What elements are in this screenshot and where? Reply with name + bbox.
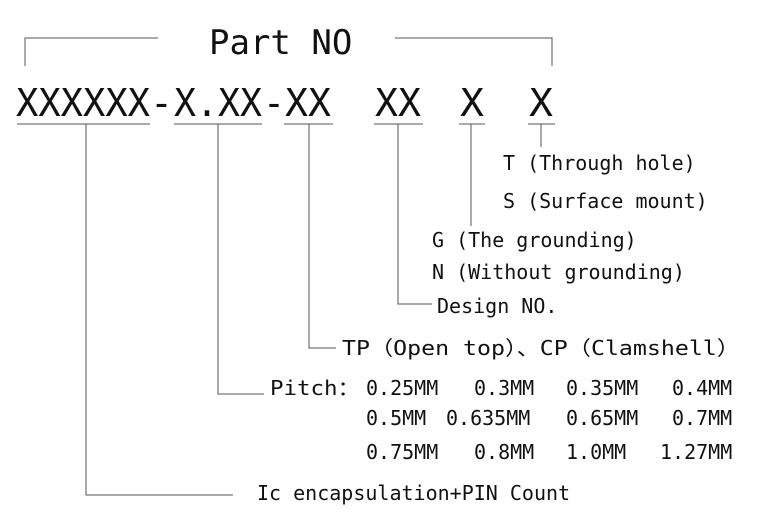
pitch-value: 0.25MM	[366, 376, 438, 400]
pitch-value: 0.7MM	[672, 406, 732, 430]
mount-option-surface: S (Surface mount)	[503, 189, 708, 213]
code-dash-2: -	[263, 81, 285, 125]
code-segment-grounding: X	[460, 81, 484, 125]
code-segment-design: XX	[375, 81, 421, 125]
encapsulation-label: Ic encapsulation+PIN Count	[257, 481, 570, 505]
mount-option-through-hole: T (Through hole)	[503, 151, 696, 175]
grounding-option-with: G (The grounding)	[432, 228, 637, 252]
grounding-option-without: N (Without grounding)	[432, 260, 685, 284]
pitch-label: Pitch：	[270, 376, 360, 400]
leader-pitch	[217, 124, 264, 395]
pitch-value: 0.75MM	[366, 440, 438, 464]
title-bracket-right	[395, 37, 553, 66]
title-bracket-left	[24, 37, 158, 66]
code-segment-base: XXXXXX	[16, 81, 150, 125]
type-label: TP（Open top）、CP（Clamshell）	[342, 336, 740, 360]
pitch-value: 0.4MM	[672, 376, 732, 400]
pitch-value: 0.635MM	[446, 406, 530, 430]
pitch-value: 1.0MM	[566, 440, 626, 464]
leader-type	[308, 124, 336, 349]
leader-design	[397, 124, 432, 305]
leader-encapsulation	[85, 124, 233, 496]
code-segment-type: XX	[285, 81, 331, 125]
pitch-value: 0.65MM	[566, 406, 638, 430]
pitch-value: 0.3MM	[474, 376, 534, 400]
code-segment-pitch: X.XX	[174, 81, 262, 125]
design-label: Design NO.	[437, 294, 557, 318]
pitch-value: 0.8MM	[474, 440, 534, 464]
title: Part NO	[209, 23, 352, 63]
pitch-value: 0.5MM	[366, 406, 426, 430]
code-dash-1: -	[150, 81, 173, 125]
pitch-value: 0.35MM	[566, 376, 638, 400]
pitch-value: 1.27MM	[660, 440, 732, 464]
code-segment-mount: X	[529, 81, 553, 125]
